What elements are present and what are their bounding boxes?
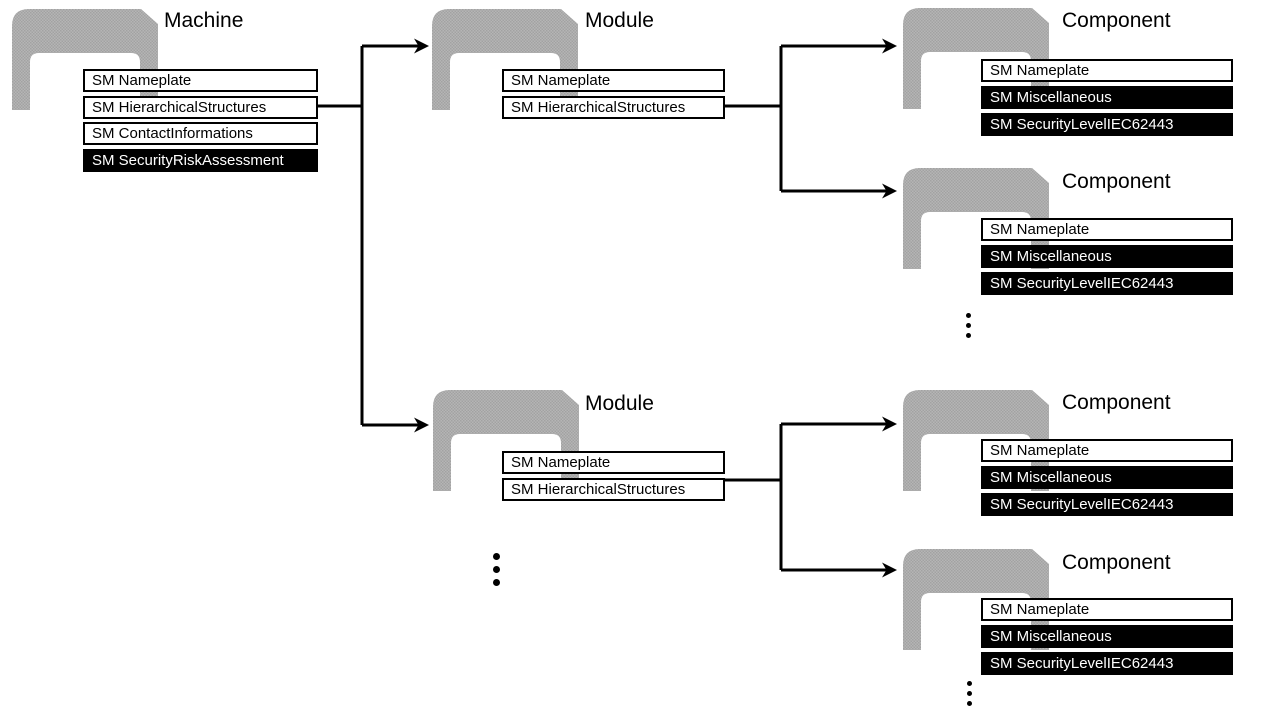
- node-label: Component: [1062, 9, 1171, 32]
- submodel-label: SM Nameplate: [990, 221, 1090, 238]
- aas-shell-icon: [433, 390, 579, 491]
- node-label: Module: [585, 9, 654, 32]
- aas-shell-icon: [903, 168, 1049, 269]
- submodel-nameplate: SM Nameplate: [981, 439, 1233, 462]
- submodel-label: SM Nameplate: [990, 442, 1090, 459]
- aas-shell-icon: [903, 8, 1049, 109]
- submodel-nameplate: SM Nameplate: [981, 59, 1233, 82]
- submodel-miscellaneous: SM Miscellaneous: [981, 245, 1233, 268]
- submodel-label: SM HierarchicalStructures: [92, 99, 267, 116]
- connector-module-top-to-components: [725, 44, 887, 193]
- submodel-contactinformations: SM ContactInformations: [83, 122, 318, 145]
- submodel-label: SM Nameplate: [511, 72, 611, 89]
- submodel-label: SM Nameplate: [990, 62, 1090, 79]
- submodel-securityleveliec62443: SM SecurityLevelIEC62443: [981, 652, 1233, 675]
- aas-shell-icon: [432, 9, 578, 110]
- submodel-securityriskassessment: SM SecurityRiskAssessment: [83, 149, 318, 172]
- submodel-securityleveliec62443: SM SecurityLevelIEC62443: [981, 493, 1233, 516]
- submodel-label: SM HierarchicalStructures: [511, 481, 686, 498]
- vertical-ellipsis-icon: [967, 681, 972, 711]
- submodel-label: SM Nameplate: [511, 454, 611, 471]
- submodel-hierarchicalstructures: SM HierarchicalStructures: [83, 96, 318, 119]
- submodel-nameplate: SM Nameplate: [83, 69, 318, 92]
- submodel-label: SM Miscellaneous: [990, 89, 1112, 106]
- connector-machine-to-modules: [318, 44, 419, 427]
- node-label: Component: [1062, 170, 1171, 193]
- submodel-nameplate: SM Nameplate: [981, 598, 1233, 621]
- node-label: Machine: [164, 9, 244, 32]
- submodel-label: SM Miscellaneous: [990, 628, 1112, 645]
- submodel-miscellaneous: SM Miscellaneous: [981, 466, 1233, 489]
- submodel-label: SM Miscellaneous: [990, 248, 1112, 265]
- submodel-label: SM SecurityLevelIEC62443: [990, 655, 1174, 672]
- submodel-miscellaneous: SM Miscellaneous: [981, 86, 1233, 109]
- vertical-ellipsis-icon: [493, 553, 500, 592]
- submodel-securityleveliec62443: SM SecurityLevelIEC62443: [981, 272, 1233, 295]
- submodel-miscellaneous: SM Miscellaneous: [981, 625, 1233, 648]
- node-label: Component: [1062, 551, 1171, 574]
- aas-shell-icon: [903, 390, 1049, 491]
- submodel-label: SM SecurityRiskAssessment: [92, 152, 284, 169]
- submodel-label: SM HierarchicalStructures: [511, 99, 686, 116]
- submodel-nameplate: SM Nameplate: [502, 69, 725, 92]
- submodel-securityleveliec62443: SM SecurityLevelIEC62443: [981, 113, 1233, 136]
- submodel-label: SM Nameplate: [92, 72, 192, 89]
- submodel-nameplate: SM Nameplate: [502, 451, 725, 474]
- connector-module-bottom-to-components: [725, 422, 887, 572]
- submodel-hierarchicalstructures: SM HierarchicalStructures: [502, 96, 725, 119]
- node-label: Module: [585, 392, 654, 415]
- submodel-label: SM Nameplate: [990, 601, 1090, 618]
- node-label: Component: [1062, 391, 1171, 414]
- submodel-label: SM SecurityLevelIEC62443: [990, 116, 1174, 133]
- vertical-ellipsis-icon: [966, 313, 971, 343]
- submodel-label: SM ContactInformations: [92, 125, 253, 142]
- aas-shell-icon: [903, 549, 1049, 650]
- submodel-label: SM Miscellaneous: [990, 469, 1112, 486]
- submodel-label: SM SecurityLevelIEC62443: [990, 496, 1174, 513]
- submodel-label: SM SecurityLevelIEC62443: [990, 275, 1174, 292]
- aas-shell-icon: [12, 9, 158, 110]
- submodel-nameplate: SM Nameplate: [981, 218, 1233, 241]
- submodel-hierarchicalstructures: SM HierarchicalStructures: [502, 478, 725, 501]
